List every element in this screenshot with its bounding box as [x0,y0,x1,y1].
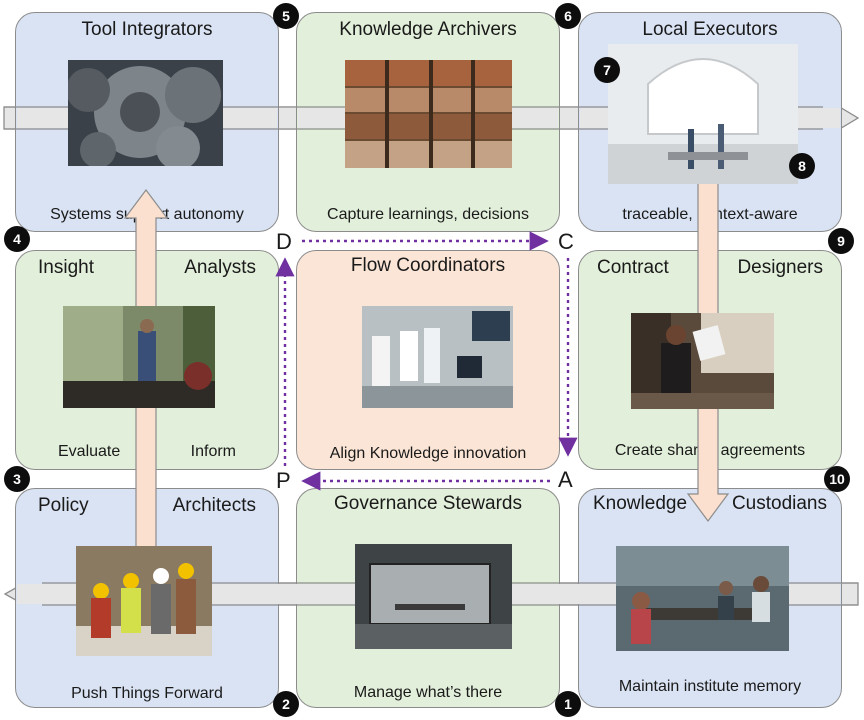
woman-reading-documents-photo [631,313,774,409]
step-badge-5: 5 [273,3,299,29]
cell-title: Knowledge Archivers [339,19,517,40]
title-right: Architects [172,495,256,516]
pdca-letter-p: P [276,468,291,493]
pdca-letter-d: D [276,229,292,254]
title-right: Analysts [184,257,256,278]
cell-title: Flow Coordinators [350,255,506,276]
bright-office-photo [608,44,798,184]
archive-shelves-photo [345,60,512,168]
step-badge-2: 2 [273,691,299,717]
caption-right: Inform [190,443,236,460]
title-right: Designers [737,257,823,278]
cell-caption: Create shared agreements [614,442,806,459]
cell-caption: traceable, context-aware [622,206,798,223]
step-badge-8: 8 [789,153,815,179]
cell-caption: Align Knowledge innovation [329,445,527,462]
title-left: Insight [38,257,94,278]
cell-title: Policy Architects [16,495,278,517]
step-badge-9: 9 [828,228,854,254]
lab-workstation-photo [362,306,513,408]
title-right: Custodians [731,493,827,514]
title-left: Contract [597,257,669,278]
cell-caption: Push Things Forward [71,685,223,702]
cell-title: Local Executors [642,19,778,40]
cell-caption: Capture learnings, decisions [327,206,529,223]
caption-left: Evaluate [58,443,121,460]
cell-title: Contract Designers [579,257,841,279]
step-badge-1: 1 [555,691,581,717]
cell-title: Governance Stewards [334,493,522,514]
step-badge-6: 6 [555,3,581,29]
team-table-meeting-photo [616,546,789,651]
cell-caption: Systems support autonomy [50,206,244,223]
cell-caption: Maintain institute memory [618,678,802,695]
glass-meeting-room-photo [355,544,512,649]
construction-workers-photo [76,546,212,656]
cell-caption: Evaluate Inform [16,443,278,461]
cell-title: Insight Analysts [16,257,278,279]
step-badge-10: 10 [824,466,850,492]
pdca-letter-c: C [558,229,574,254]
meeting-presenter-photo [63,306,215,408]
step-badge-7: 7 [594,57,620,83]
cell-caption: Manage what’s there [353,684,503,701]
pdca-letter-a: A [558,467,573,492]
title-left: Knowledge [593,493,688,514]
gears-brainstorming-photo [68,60,223,166]
cell-title: Knowledge Custodians [579,493,841,515]
step-badge-4: 4 [4,226,30,252]
step-badge-3: 3 [4,466,30,492]
cell-title: Tool Integrators [81,19,213,40]
title-left: Policy [38,495,89,516]
